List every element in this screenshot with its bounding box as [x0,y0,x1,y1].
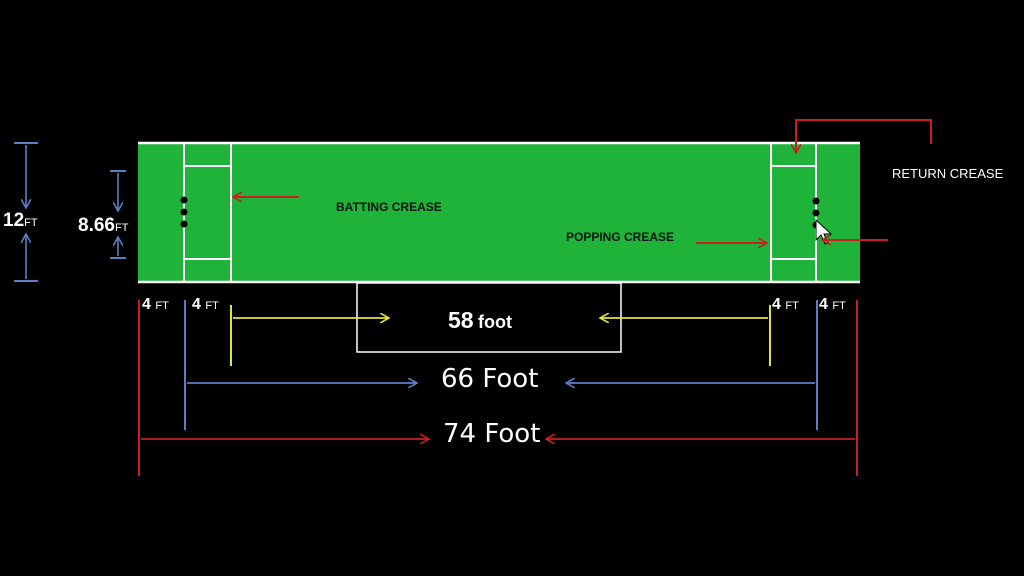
crease-left-1-value: 4 [142,296,151,313]
width-12ft-unit: FT [24,217,38,229]
width-866ft-value: 8.66 [78,215,115,236]
width-866ft-label: 8.66FT [78,216,128,235]
width-866ft-unit: FT [114,222,129,234]
length-74-label: 74 Foot [443,419,541,449]
crease-right-2-unit: FT [832,300,846,312]
length-58-unit: foot [478,312,513,332]
length-66-label: 66 Foot [441,364,539,394]
length-66-dimension [184,300,818,430]
width-12ft-value: 12 [3,210,25,231]
crease-right-1-unit: FT [785,300,799,312]
pitch-surface [138,142,860,283]
popping-crease-label: POPPING CREASE [566,230,675,244]
crease-right-2-label: 4 FT [819,297,846,313]
length-58-value: 58 [448,307,474,333]
crease-left-1-label: 4 FT [142,297,169,313]
crease-right-1-value: 4 [772,296,781,313]
length-74-dimension [138,300,858,476]
width-866ft-dimension [110,170,126,259]
width-12ft-dimension [14,142,38,282]
crease-left-2-value: 4 [192,296,201,313]
return-crease-arrow-top [796,119,932,152]
width-12ft-label: 12FT [3,211,38,230]
crease-right-2-value: 4 [819,296,828,313]
length-58-label: 58 foot [448,309,512,332]
left-stumps-icon [180,196,188,228]
crease-left-1-unit: FT [155,300,169,312]
crease-right-1-label: 4 FT [772,297,799,313]
crease-left-2-label: 4 FT [192,297,219,313]
return-crease-label: RETURN CREASE [892,166,1004,181]
batting-crease-label: BATTING CREASE [336,200,442,214]
crease-left-2-unit: FT [205,300,219,312]
length-58-dimension [230,305,771,366]
